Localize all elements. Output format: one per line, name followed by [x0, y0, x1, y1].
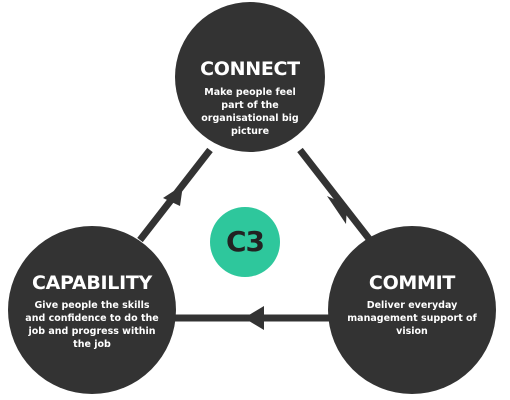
node-commit-description: Deliver everyday management support of v… [347, 300, 477, 337]
connector-line [297, 147, 373, 243]
node-commit: COMMIT Deliver everyday management suppo… [328, 226, 496, 394]
node-connect-description: Make people feel part of the organisatio… [201, 87, 299, 137]
node-connect-title: CONNECT [200, 58, 300, 80]
node-capability-description: Give people the skills and confidence to… [25, 300, 159, 350]
node-connect: CONNECT Make people feel part of the org… [175, 2, 325, 152]
center-c3-badge: C3 [210, 207, 280, 277]
arrowhead-icon [244, 306, 264, 330]
node-commit-title: COMMIT [368, 272, 456, 294]
node-capability: CAPABILITY Give people the skills and co… [8, 226, 176, 394]
arrowhead-icon [163, 185, 183, 206]
node-capability-title: CAPABILITY [32, 272, 152, 294]
connector-connect-to-commit [297, 147, 373, 243]
arrowhead-icon [327, 196, 347, 224]
connector-capability-to-connect [137, 147, 213, 243]
connector-commit-to-capability [170, 306, 330, 330]
